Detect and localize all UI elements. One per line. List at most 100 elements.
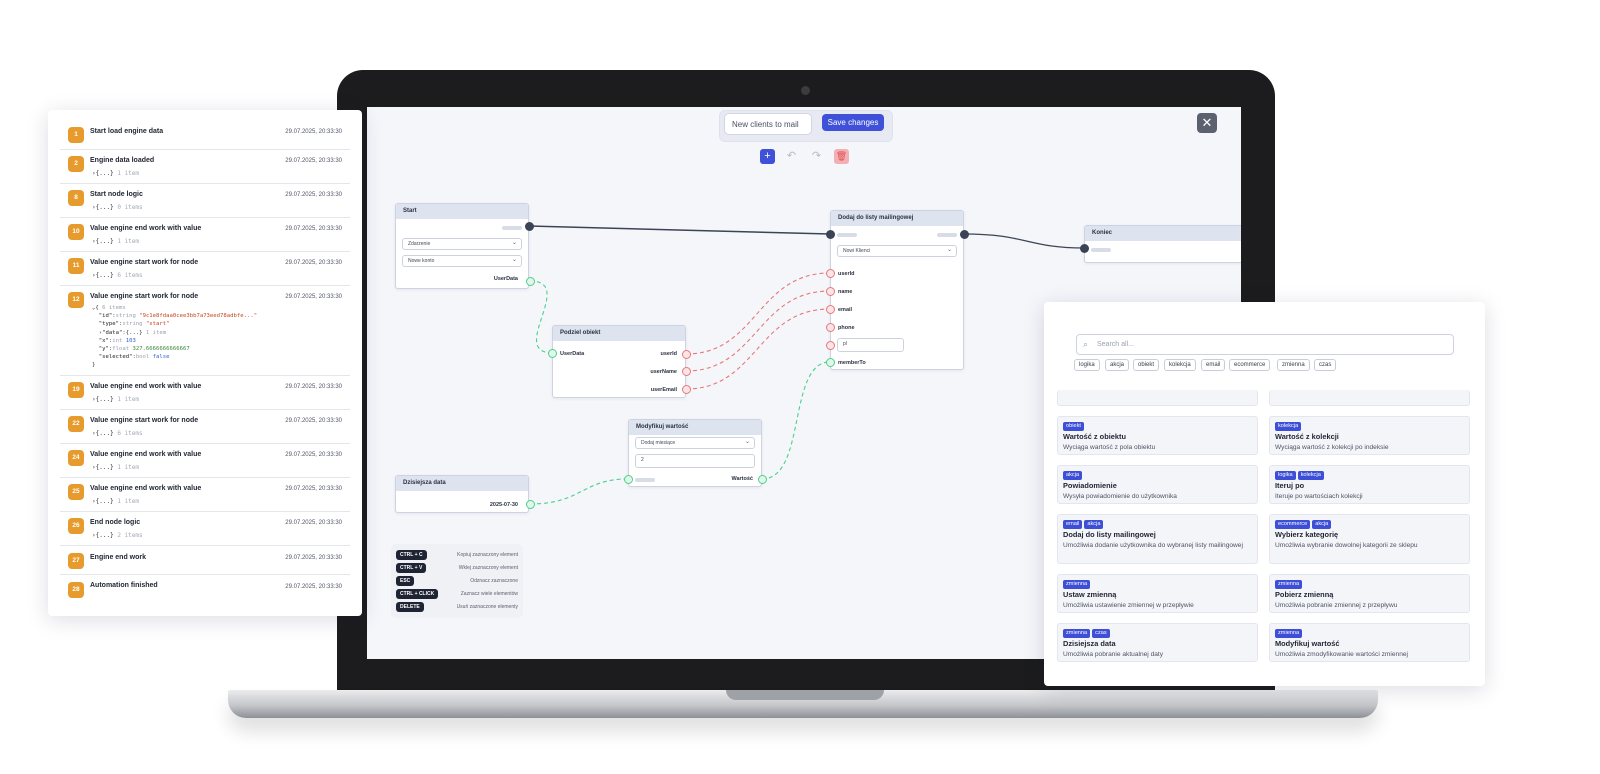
log-entry[interactable]: 8 Start node logic 29.07.2025, 20:33:30 …	[60, 184, 350, 218]
log-entry[interactable]: 11 Value engine start work for node 29.0…	[60, 252, 350, 286]
tag-filter-zmienna[interactable]: zmienna	[1277, 359, 1310, 371]
delete-button[interactable]: 🗑	[834, 149, 849, 164]
log-entry[interactable]: 2 Engine data loaded 29.07.2025, 20:33:3…	[60, 150, 350, 184]
edge-userdata-split[interactable]	[529, 280, 554, 354]
library-card[interactable]: zmienna Modyfikuj wartość Umożliwia zmod…	[1269, 623, 1470, 662]
modify-input-handle[interactable]	[624, 475, 633, 484]
log-entry[interactable]: 28 Automation finished 29.07.2025, 20:33…	[60, 575, 350, 604]
edge-start-mailing[interactable]	[528, 225, 831, 235]
add-node-button[interactable]: +	[760, 149, 775, 164]
log-detail-toggle[interactable]: ›{...} 6 items	[92, 272, 143, 279]
library-card-partial[interactable]	[1057, 390, 1258, 406]
node-split-object[interactable]: Podziel obiekt UserData userId userName …	[552, 325, 686, 398]
node-add-to-mailing-list[interactable]: Dodaj do listy mailingowej Nowi Klienci⌄…	[830, 210, 964, 370]
log-detail-toggle[interactable]: ›{...} 1 item	[92, 238, 139, 245]
log-json-viewer[interactable]: ⌄{ 6 items "id":string "9c1e8fdaa0cee3bb…	[92, 305, 258, 369]
edge-useremail-email[interactable]	[685, 308, 831, 390]
tag-filter-logika[interactable]: logika	[1074, 359, 1100, 371]
edge-modify-memberto[interactable]	[761, 361, 831, 480]
log-detail-toggle[interactable]: ›{...} 1 item	[92, 396, 139, 403]
tag-filter-akcja[interactable]: akcja	[1105, 359, 1130, 371]
library-card[interactable]: zmienna Pobierz zmienną Umożliwia pobran…	[1269, 574, 1470, 613]
save-changes-button[interactable]: Save changes	[822, 114, 884, 131]
undo-icon: ↶	[786, 150, 797, 162]
tag-filter-obiekt[interactable]: obiekt	[1133, 359, 1160, 371]
node-today-date[interactable]: Dzisiejsza data 2025-07-30	[395, 475, 529, 513]
log-entry[interactable]: 27 Engine end work 29.07.2025, 20:33:30	[60, 546, 350, 575]
laptop-notch	[726, 690, 884, 700]
email-input-handle[interactable]	[826, 305, 835, 314]
undo-button[interactable]: ↶	[784, 149, 799, 164]
edge-today-modify[interactable]	[529, 478, 629, 505]
node-start[interactable]: Start Zdarzenie⌄ Nowe konto⌄ UserData	[395, 203, 529, 289]
library-card[interactable]: akcja Powiadomienie Wysyła powiadomienie…	[1057, 465, 1258, 504]
search-icon: ⌕	[1083, 339, 1089, 349]
tag-filter-email[interactable]: email	[1201, 359, 1226, 371]
log-title: Engine end work	[90, 554, 147, 561]
userid-output-handle[interactable]	[682, 350, 691, 359]
username-output-handle[interactable]	[682, 367, 691, 376]
end-input-handle[interactable]	[1080, 244, 1089, 253]
log-entry[interactable]: 19 Value engine end work with value 29.0…	[60, 376, 350, 410]
log-detail-toggle[interactable]: ›{...} 1 item	[92, 498, 139, 505]
edge-userid-userid[interactable]	[685, 272, 831, 355]
workflow-name-input[interactable]	[724, 113, 812, 135]
today-output-handle[interactable]	[526, 500, 535, 509]
library-card[interactable]: obiekt Wartość z obiektu Wyciąga wartość…	[1057, 416, 1258, 455]
redo-button[interactable]: ↷	[809, 149, 824, 164]
mailing-input-handle[interactable]	[826, 230, 835, 239]
userid-input-handle[interactable]	[826, 269, 835, 278]
log-entry[interactable]: 26 End node logic 29.07.2025, 20:33:30 ›…	[60, 512, 350, 546]
phone-input-handle[interactable]	[826, 323, 835, 332]
log-entry-expanded[interactable]: 12 Value engine start work for node 29.0…	[60, 286, 350, 376]
useremail-output-handle[interactable]	[682, 385, 691, 394]
log-entry[interactable]: 25 Value engine end work with value 29.0…	[60, 478, 350, 512]
event-type-select[interactable]: Zdarzenie⌄	[402, 238, 522, 250]
edge-mailing-end[interactable]	[963, 233, 1085, 249]
log-detail-toggle[interactable]: ›{...} 1 item	[92, 464, 139, 471]
log-step-badge: 12	[68, 292, 84, 308]
node-modify-value[interactable]: Modyfikuj wartość Dodaj miesiące⌄ 2 Wart…	[628, 419, 762, 487]
card-description: Wyciąga wartość z kolekcji po indeksie	[1275, 444, 1389, 451]
node-end[interactable]: Koniec	[1084, 225, 1241, 263]
log-entry[interactable]: 22 Value engine start work for node 29.0…	[60, 410, 350, 444]
modify-value-input[interactable]: 2	[635, 454, 755, 468]
userdata-output-handle[interactable]	[526, 277, 535, 286]
library-search-input[interactable]: ⌕ Search all...	[1076, 334, 1454, 355]
language-input-handle[interactable]	[826, 341, 835, 350]
split-input-handle[interactable]	[548, 349, 557, 358]
start-output-handle[interactable]	[525, 222, 534, 231]
tag-filter-kolekcja[interactable]: kolekcja	[1164, 359, 1196, 371]
edge-username-name[interactable]	[685, 290, 831, 372]
log-title: Start load engine data	[90, 128, 164, 135]
library-card[interactable]: kolekcja Wartość z kolekcji Wyciąga wart…	[1269, 416, 1470, 455]
log-entry[interactable]: 10 Value engine end work with value 29.0…	[60, 218, 350, 252]
tag-filter-ecommerce[interactable]: ecommerce	[1229, 359, 1271, 371]
modify-operation-select[interactable]: Dodaj miesiące⌄	[635, 437, 755, 449]
log-detail-toggle[interactable]: ›{...} 2 items	[92, 532, 143, 539]
log-detail-toggle[interactable]: ›{...} 0 items	[92, 204, 143, 211]
tag-filter-czas[interactable]: czas	[1314, 359, 1337, 371]
log-detail-toggle[interactable]: ›{...} 6 items	[92, 430, 143, 437]
memberto-input-handle[interactable]	[826, 358, 835, 367]
log-entry[interactable]: 1 Start load engine data 29.07.2025, 20:…	[60, 120, 350, 150]
mailing-list-select[interactable]: Nowi Klienci⌄	[837, 245, 957, 257]
log-entry[interactable]: 24 Value engine end work with value 29.0…	[60, 444, 350, 478]
log-detail-toggle[interactable]: ›{...} 1 item	[92, 170, 139, 177]
event-select[interactable]: Nowe konto⌄	[402, 255, 522, 267]
library-card[interactable]: zmienna Ustaw zmienną Umożliwia ustawien…	[1057, 574, 1258, 613]
mailing-output-handle[interactable]	[960, 230, 969, 239]
language-field[interactable]: pl	[837, 338, 904, 352]
modify-output-handle[interactable]	[758, 475, 767, 484]
card-badge: zmienna	[1063, 629, 1091, 638]
select-value: Dodaj miesiące	[641, 440, 676, 446]
close-editor-button[interactable]: ✕	[1197, 113, 1217, 133]
node-title: Dzisiejsza data	[396, 476, 528, 491]
log-timestamp: 29.07.2025, 20:33:30	[285, 452, 342, 458]
name-input-handle[interactable]	[826, 287, 835, 296]
library-card-partial[interactable]	[1269, 390, 1470, 406]
